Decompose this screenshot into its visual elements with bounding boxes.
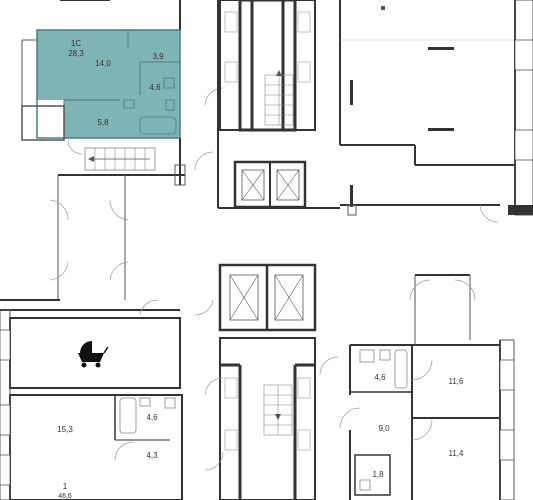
apt-1c-room-area: 14,0 — [95, 59, 111, 68]
apt-right-room-area: 9,0 — [378, 424, 390, 433]
stroller-room — [9, 317, 181, 389]
apt-1-number: 1 — [63, 482, 68, 491]
apt-right-room-area: 11,6 — [449, 377, 465, 386]
apt-1-room-area: 4,3 — [146, 451, 158, 460]
staircase-icon — [84, 147, 156, 171]
apt-1-room-area: 15,3 — [57, 425, 73, 434]
elevator-icon — [218, 263, 317, 332]
apt-1c-total-area: 28,3 — [68, 49, 84, 58]
staircase-icon — [263, 384, 293, 436]
commercial-space — [339, 0, 533, 223]
apartment-right[interactable]: 4,6 11,6 9,0 11,4 1,8 — [339, 340, 501, 500]
apartment-1c-fill — [37, 30, 180, 138]
apartment-1c[interactable]: 1С 28,3 14,0 3,9 4,6 5,8 — [36, 29, 181, 139]
apt-right-room-area: 11,4 — [449, 449, 465, 458]
apt-1c-number: 1С — [71, 39, 81, 48]
apt-1-room-area: 4,6 — [146, 413, 158, 422]
apt-1c-room-area: 5,8 — [97, 118, 109, 127]
apt-1c-room-area: 3,9 — [152, 52, 164, 61]
apt-1-total-area: 46,6 — [58, 493, 72, 500]
apt-1c-room-area: 4,6 — [149, 83, 161, 92]
apartment-1[interactable]: 15,3 4,6 4,3 1 46,6 — [9, 394, 183, 500]
apt-right-room-area: 4,6 — [374, 373, 386, 382]
apt-right-room-area: 1,8 — [372, 470, 384, 479]
stroller-icon — [78, 341, 109, 368]
staircase-icon — [264, 70, 294, 126]
stair-core-bottom — [219, 337, 316, 500]
stair-core-top — [219, 0, 316, 132]
elevator-icon — [233, 160, 307, 209]
